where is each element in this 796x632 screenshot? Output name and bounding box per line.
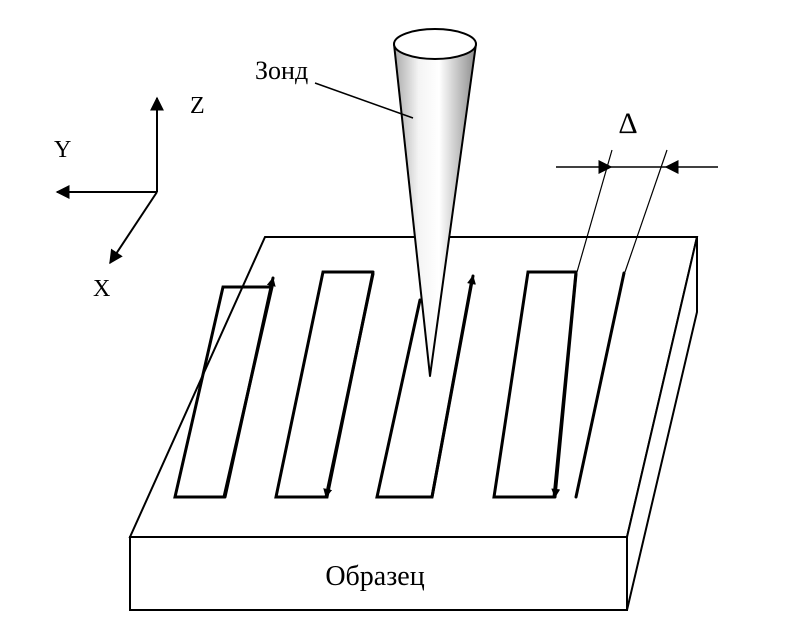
x-axis-label: X: [93, 276, 110, 302]
y-axis-label: Y: [54, 137, 71, 163]
scan-step-dimension: [556, 149, 718, 273]
scan-line-up: [430, 274, 476, 499]
x-axis-arrow: [109, 191, 158, 265]
sample-top-face: [128, 236, 699, 538]
probe: [393, 28, 477, 377]
coordinate-axes: [55, 96, 164, 265]
probe-label: Зонд: [255, 56, 308, 85]
scan-line-down: [323, 272, 375, 499]
scan-line-down: [551, 272, 578, 499]
raster-scan-path: [173, 270, 626, 499]
sample-label: Образец: [325, 561, 424, 592]
scan-line-final: [574, 271, 626, 499]
dimension-extension-line: [624, 149, 668, 273]
probe-top-face: [393, 28, 477, 60]
scan-line-up: [223, 276, 276, 499]
z-axis-label: Z: [190, 93, 205, 119]
scan-step-label: Δ: [618, 107, 637, 140]
probe-leader-line: [314, 82, 414, 119]
sample-block: [128, 236, 699, 611]
sample-front-face: [129, 536, 628, 611]
